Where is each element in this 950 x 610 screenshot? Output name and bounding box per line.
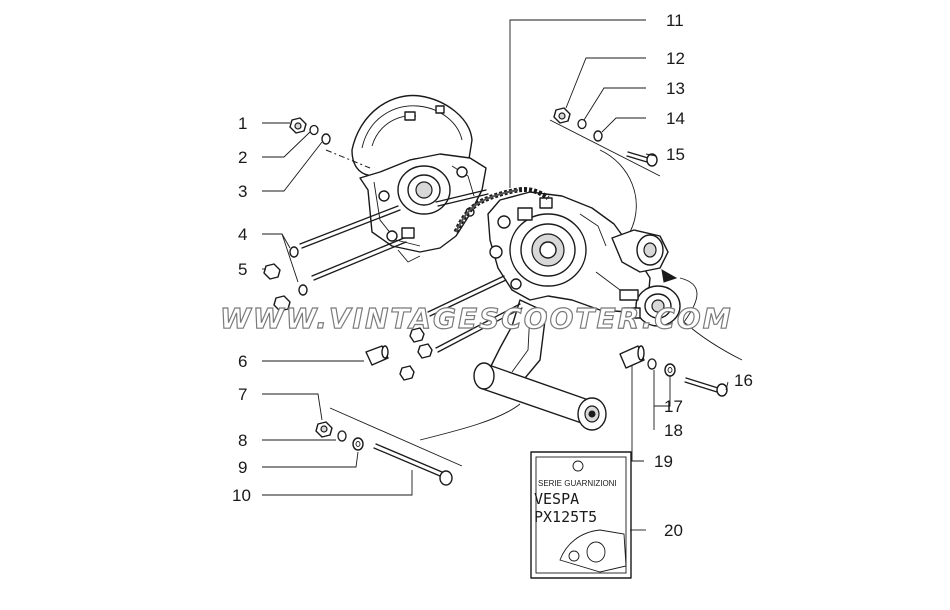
callout-15: 15 [666, 145, 685, 164]
kit-model-line1: VESPA [534, 490, 579, 508]
callout-3: 3 [238, 182, 247, 201]
crankcase-gasket [453, 187, 550, 234]
callout-6: 6 [238, 352, 247, 371]
right-crankcase-half [473, 191, 681, 431]
gasket-kit-package: SERIE GUARNIZIONI VESPA PX125T5 [530, 451, 632, 579]
callout-5: 5 [238, 260, 247, 279]
callout-17: 17 [664, 397, 683, 416]
callout-labels: 1 2 3 4 5 6 7 8 9 10 11 12 13 14 15 16 1… [232, 11, 753, 540]
callout-8: 8 [238, 431, 247, 450]
callout-16: 16 [734, 371, 753, 390]
long-studs [299, 189, 523, 353]
callout-20: 20 [664, 521, 683, 540]
callout-7: 7 [238, 385, 247, 404]
callout-12: 12 [666, 49, 685, 68]
left-crankcase-half [351, 94, 487, 263]
kit-series-label: SERIE GUARNIZIONI [538, 479, 617, 488]
callout-14: 14 [666, 109, 685, 128]
callout-13: 13 [666, 79, 685, 98]
leader-lines [262, 19, 743, 531]
callout-1: 1 [238, 114, 247, 133]
callout-10: 10 [232, 486, 251, 505]
callout-2: 2 [238, 148, 247, 167]
callout-19: 19 [654, 452, 673, 471]
callout-11: 11 [666, 11, 684, 30]
watermark: WWW.VINTAGESCOOTER.COM [220, 302, 733, 335]
callout-18: 18 [664, 421, 683, 440]
callout-4: 4 [238, 225, 247, 244]
small-parts [263, 107, 728, 486]
centre-line [325, 149, 371, 169]
callout-9: 9 [238, 458, 247, 477]
kit-model-line2: PX125T5 [534, 508, 597, 526]
